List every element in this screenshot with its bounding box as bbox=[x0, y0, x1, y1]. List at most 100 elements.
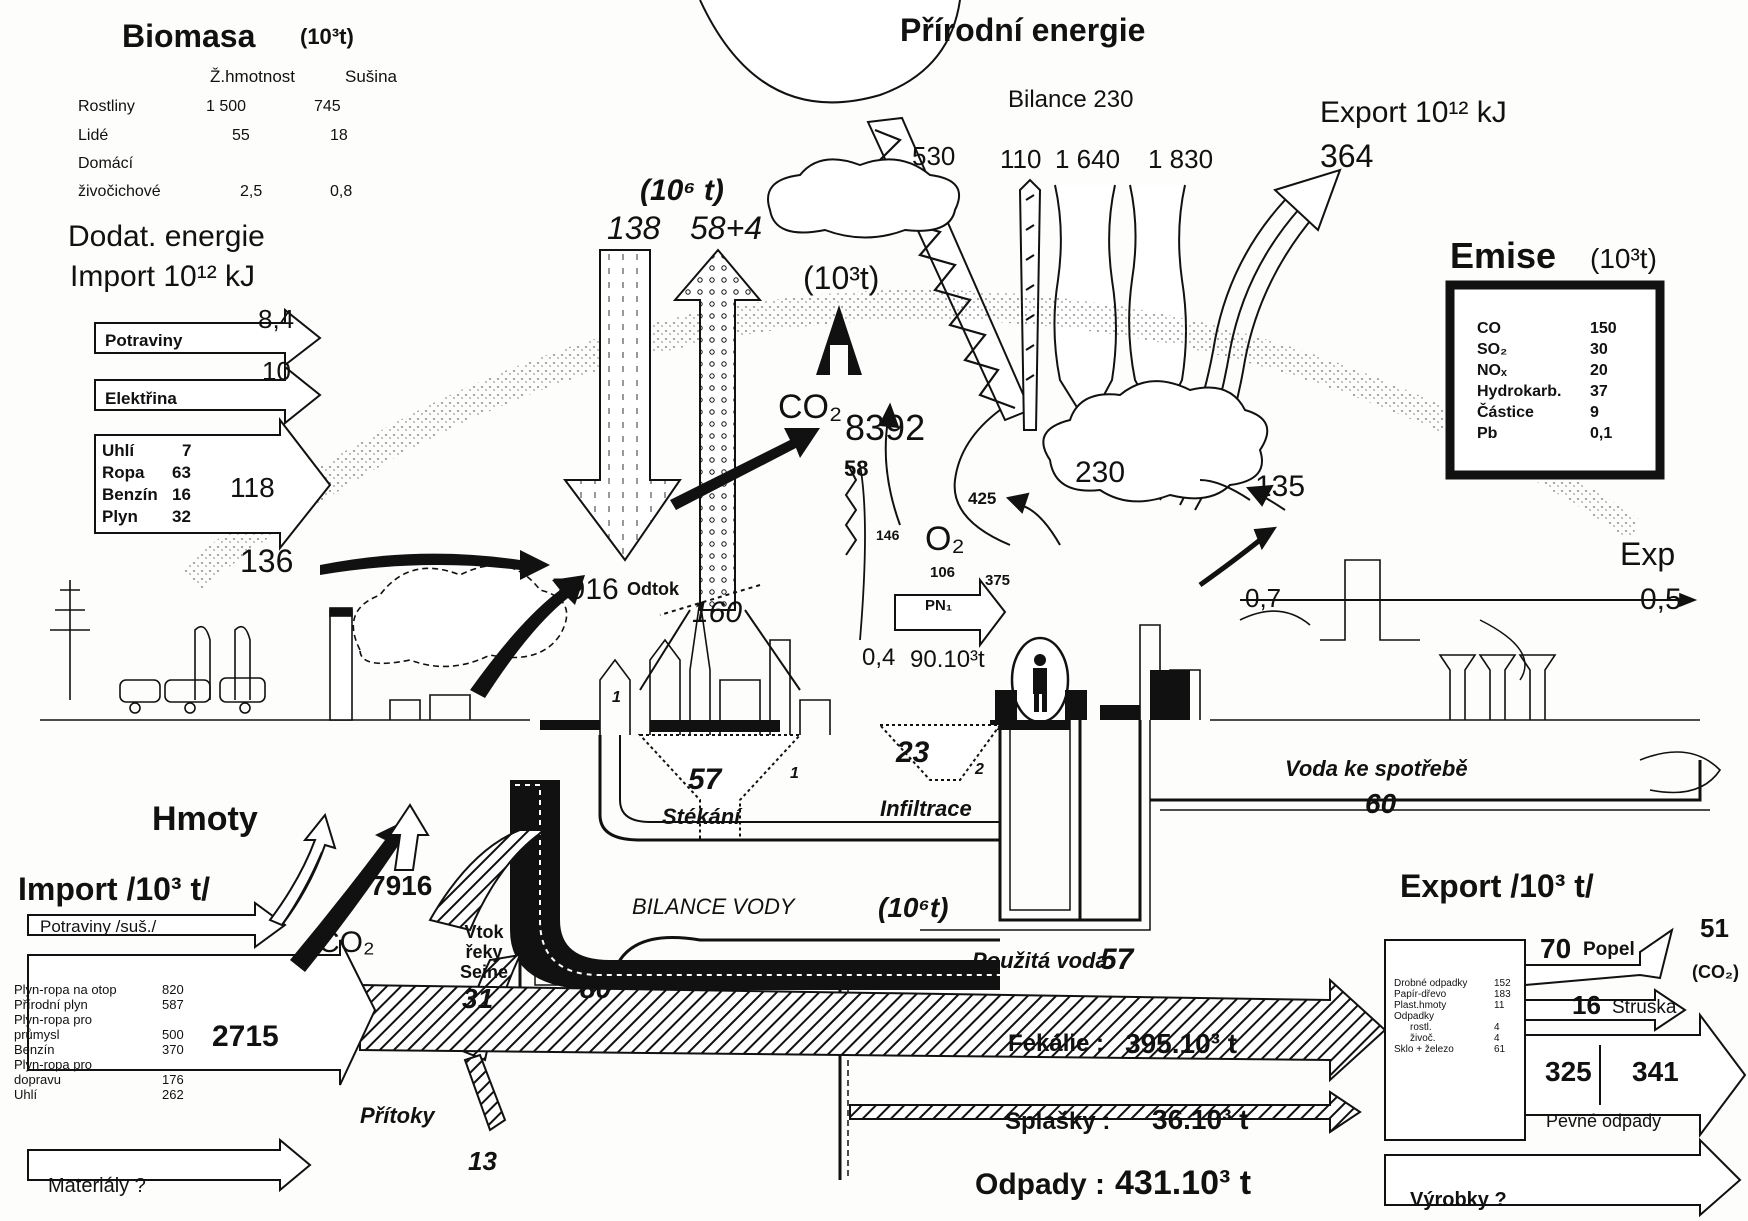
waste-value: 4 bbox=[1490, 1033, 1515, 1044]
hmoty-title: Hmoty bbox=[152, 802, 258, 836]
emise-unit: (10³t) bbox=[1590, 245, 1657, 273]
biomasa-table: Rostliny1 500745 Lidé5518 Domácí živočic… bbox=[74, 92, 356, 206]
energy-bilance: Bilance 230 bbox=[1008, 88, 1133, 112]
pevne-odpady-total: 341 bbox=[1632, 1058, 1679, 1086]
mass-row-label: Benzín bbox=[10, 1042, 158, 1057]
voda-spotreba-label: Voda ke spotřebě bbox=[1285, 758, 1468, 780]
biomasa-title: Biomasa bbox=[122, 20, 255, 52]
import-potraviny-label: Potraviny bbox=[105, 332, 182, 349]
co2-mass-label: CO₂ bbox=[318, 928, 375, 958]
mass-row-label: Uhlí bbox=[10, 1087, 158, 1102]
biomasa-row-label: Domácí bbox=[74, 150, 202, 178]
pritoky-label: Přítoky bbox=[360, 1105, 435, 1127]
fuel-value: 32 bbox=[168, 506, 195, 528]
solar-value: 530 bbox=[912, 143, 955, 169]
mass-row-value: 587 bbox=[158, 997, 188, 1012]
ratio-value: 0,4 bbox=[862, 646, 895, 670]
biomasa-cell: 745 bbox=[310, 92, 356, 122]
biomasa-cell bbox=[202, 150, 310, 178]
emise-value: 30 bbox=[1586, 339, 1621, 360]
energy-flow-value: 1 830 bbox=[1148, 146, 1213, 172]
mass-row-label: Přírodní plyn bbox=[10, 997, 158, 1012]
emise-label: SO₂ bbox=[1473, 339, 1586, 360]
marker-2: 2 bbox=[975, 762, 984, 778]
import-energy-total: 136 bbox=[240, 545, 293, 577]
fekalie-label: Fekálie : bbox=[1008, 1032, 1104, 1056]
biomasa-cell bbox=[310, 150, 356, 178]
pn-label: PN₁ bbox=[925, 598, 952, 613]
odtok-label: Odtok bbox=[627, 580, 679, 598]
exp-small-right: 0,5 bbox=[1640, 585, 1682, 615]
emise-label: Pb bbox=[1473, 423, 1586, 444]
evaporation-value: 58+4 bbox=[690, 212, 762, 244]
hmoty-import-label: Import /10³ t/ bbox=[18, 873, 210, 905]
fuel-label: Benzín bbox=[98, 484, 168, 506]
mass-row-label: Plyn-ropa pro bbox=[10, 1012, 158, 1027]
struska-label: Struska bbox=[1612, 998, 1676, 1017]
city-co2-value: 7916 bbox=[552, 575, 619, 605]
fekalie-value: 395.10³ t bbox=[1125, 1030, 1237, 1058]
biomasa-cell: 55 bbox=[202, 122, 310, 150]
vtok-value: 31 bbox=[462, 985, 493, 1013]
import-elektrina-value: 10 bbox=[262, 358, 291, 384]
co2-mass-value: 7916 bbox=[370, 872, 432, 900]
pouzita-voda-value: 57 bbox=[1100, 945, 1133, 975]
import-mass-total: 2715 bbox=[212, 1022, 279, 1052]
biomasa-col-header: Ž.hmotnost bbox=[210, 68, 295, 85]
mass-row-label: Plyn-ropa na otop bbox=[10, 982, 158, 997]
pevne-odpady-label: Pevné odpady bbox=[1546, 1112, 1661, 1130]
prirodni-energie-title: Přírodní energie bbox=[900, 14, 1145, 46]
emise-label: NOₓ bbox=[1473, 360, 1586, 381]
cloud-value: 230 bbox=[1075, 458, 1125, 488]
mass-row-value: 176 bbox=[158, 1072, 188, 1087]
mass-row-value: 820 bbox=[158, 982, 188, 997]
marker-1: 1 bbox=[790, 766, 799, 782]
waste-label: Papír-dřevo bbox=[1390, 989, 1490, 1000]
dodat-energie-import-label: Import 10¹² kJ bbox=[70, 262, 255, 292]
fuel-value: 7 bbox=[168, 440, 195, 462]
stekani-value: 57 bbox=[688, 765, 721, 795]
splasky-label: Splašky : bbox=[1005, 1110, 1110, 1134]
o2-label: O₂ bbox=[925, 522, 965, 556]
vtok-label: Vtok řeky Seine bbox=[460, 922, 508, 982]
mass-unit: (10³t) bbox=[803, 262, 879, 294]
popel-value: 70 bbox=[1540, 935, 1571, 963]
import-potraviny-value: 8,4 bbox=[258, 306, 294, 332]
dodat-energie-title: Dodat. energie bbox=[68, 222, 265, 252]
biomasa-cell: 18 bbox=[310, 122, 356, 150]
splasky-value: 36.10³ t bbox=[1152, 1106, 1249, 1134]
pn-value: 90.10³t bbox=[910, 648, 985, 672]
waste-label: Plast.hmoty bbox=[1390, 1000, 1490, 1011]
waste-label: Sklo + železo bbox=[1390, 1044, 1490, 1055]
cloud-top bbox=[768, 159, 959, 237]
waste-value: 11 bbox=[1490, 1000, 1515, 1011]
biomasa-row-label: Rostliny bbox=[74, 92, 202, 122]
emise-label: CO bbox=[1473, 318, 1586, 339]
waste-value bbox=[1490, 1011, 1515, 1022]
underground-water-value: 80 bbox=[580, 975, 611, 1003]
waste-label: Odpadky bbox=[1390, 1011, 1490, 1022]
water-unit: (10⁶ t) bbox=[640, 176, 724, 206]
vtok-label-line: Vtok bbox=[460, 922, 508, 942]
odtok-value: 160 bbox=[692, 598, 742, 628]
emise-value: 9 bbox=[1586, 402, 1621, 423]
infiltrace-label: Infiltrace bbox=[880, 798, 972, 820]
fuel-label: Ropa bbox=[98, 462, 168, 484]
odpady-total-label: Odpady : bbox=[975, 1170, 1105, 1200]
emise-label: Částice bbox=[1473, 402, 1586, 423]
energy-export-value: 364 bbox=[1320, 140, 1373, 172]
heat-value: 425 bbox=[968, 490, 996, 507]
co2-value: 8392 bbox=[845, 410, 925, 446]
mass-row-value: 262 bbox=[158, 1087, 188, 1102]
import-elektrina-label: Elektřina bbox=[105, 390, 177, 407]
biomasa-unit: (10³t) bbox=[300, 26, 354, 48]
import-mass-table: Plyn-ropa na otop820 Přírodní plyn587 Pl… bbox=[10, 982, 188, 1102]
pouzita-voda-label: Použitá voda: bbox=[972, 950, 1115, 972]
biomasa-cell: 2,5 bbox=[202, 178, 310, 206]
mass-row-value bbox=[158, 1012, 188, 1027]
precipitation-arrow bbox=[565, 250, 680, 560]
mass-row-value: 500 bbox=[158, 1027, 188, 1042]
